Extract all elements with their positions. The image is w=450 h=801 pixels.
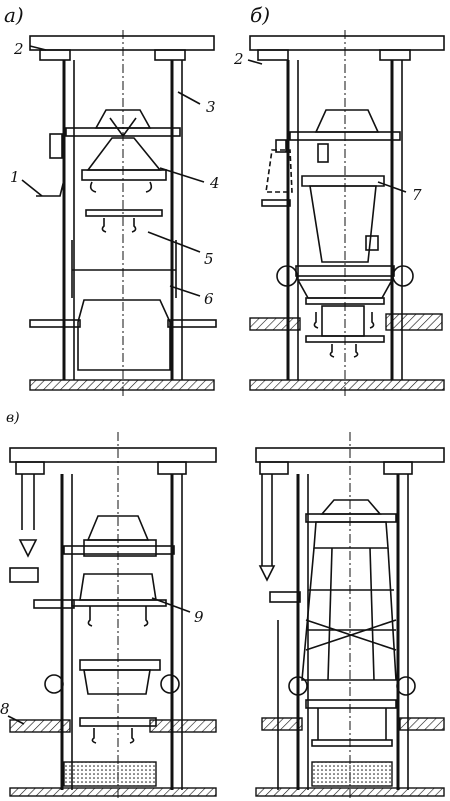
- panel-d: [255, 432, 445, 800]
- callout-2-a: 2: [13, 40, 24, 58]
- panel-label-b: б): [250, 3, 270, 27]
- floor-d: [255, 787, 445, 797]
- panel-c: в): [0, 410, 217, 800]
- panel-a: а): [4, 3, 220, 398]
- panel-label-a: а): [4, 3, 24, 27]
- callout-7: 7: [412, 186, 422, 204]
- panel-b: б): [233, 3, 445, 398]
- top-beam-b: [249, 35, 445, 51]
- callout-5: 5: [204, 250, 214, 268]
- callout-2-b: 2: [233, 50, 244, 68]
- top-beam-c: [9, 447, 217, 463]
- callout-4: 4: [209, 174, 220, 192]
- floor-c: [9, 787, 217, 797]
- floor-b: [249, 379, 445, 391]
- panel-label-c: в): [6, 410, 20, 426]
- callout-6: 6: [204, 290, 214, 308]
- top-beam-a: [29, 35, 215, 51]
- callout-8: 8: [0, 700, 10, 718]
- callout-9: 9: [194, 608, 204, 626]
- floor-a: [29, 379, 215, 391]
- callout-3: 3: [206, 98, 216, 116]
- callout-1: 1: [10, 168, 20, 186]
